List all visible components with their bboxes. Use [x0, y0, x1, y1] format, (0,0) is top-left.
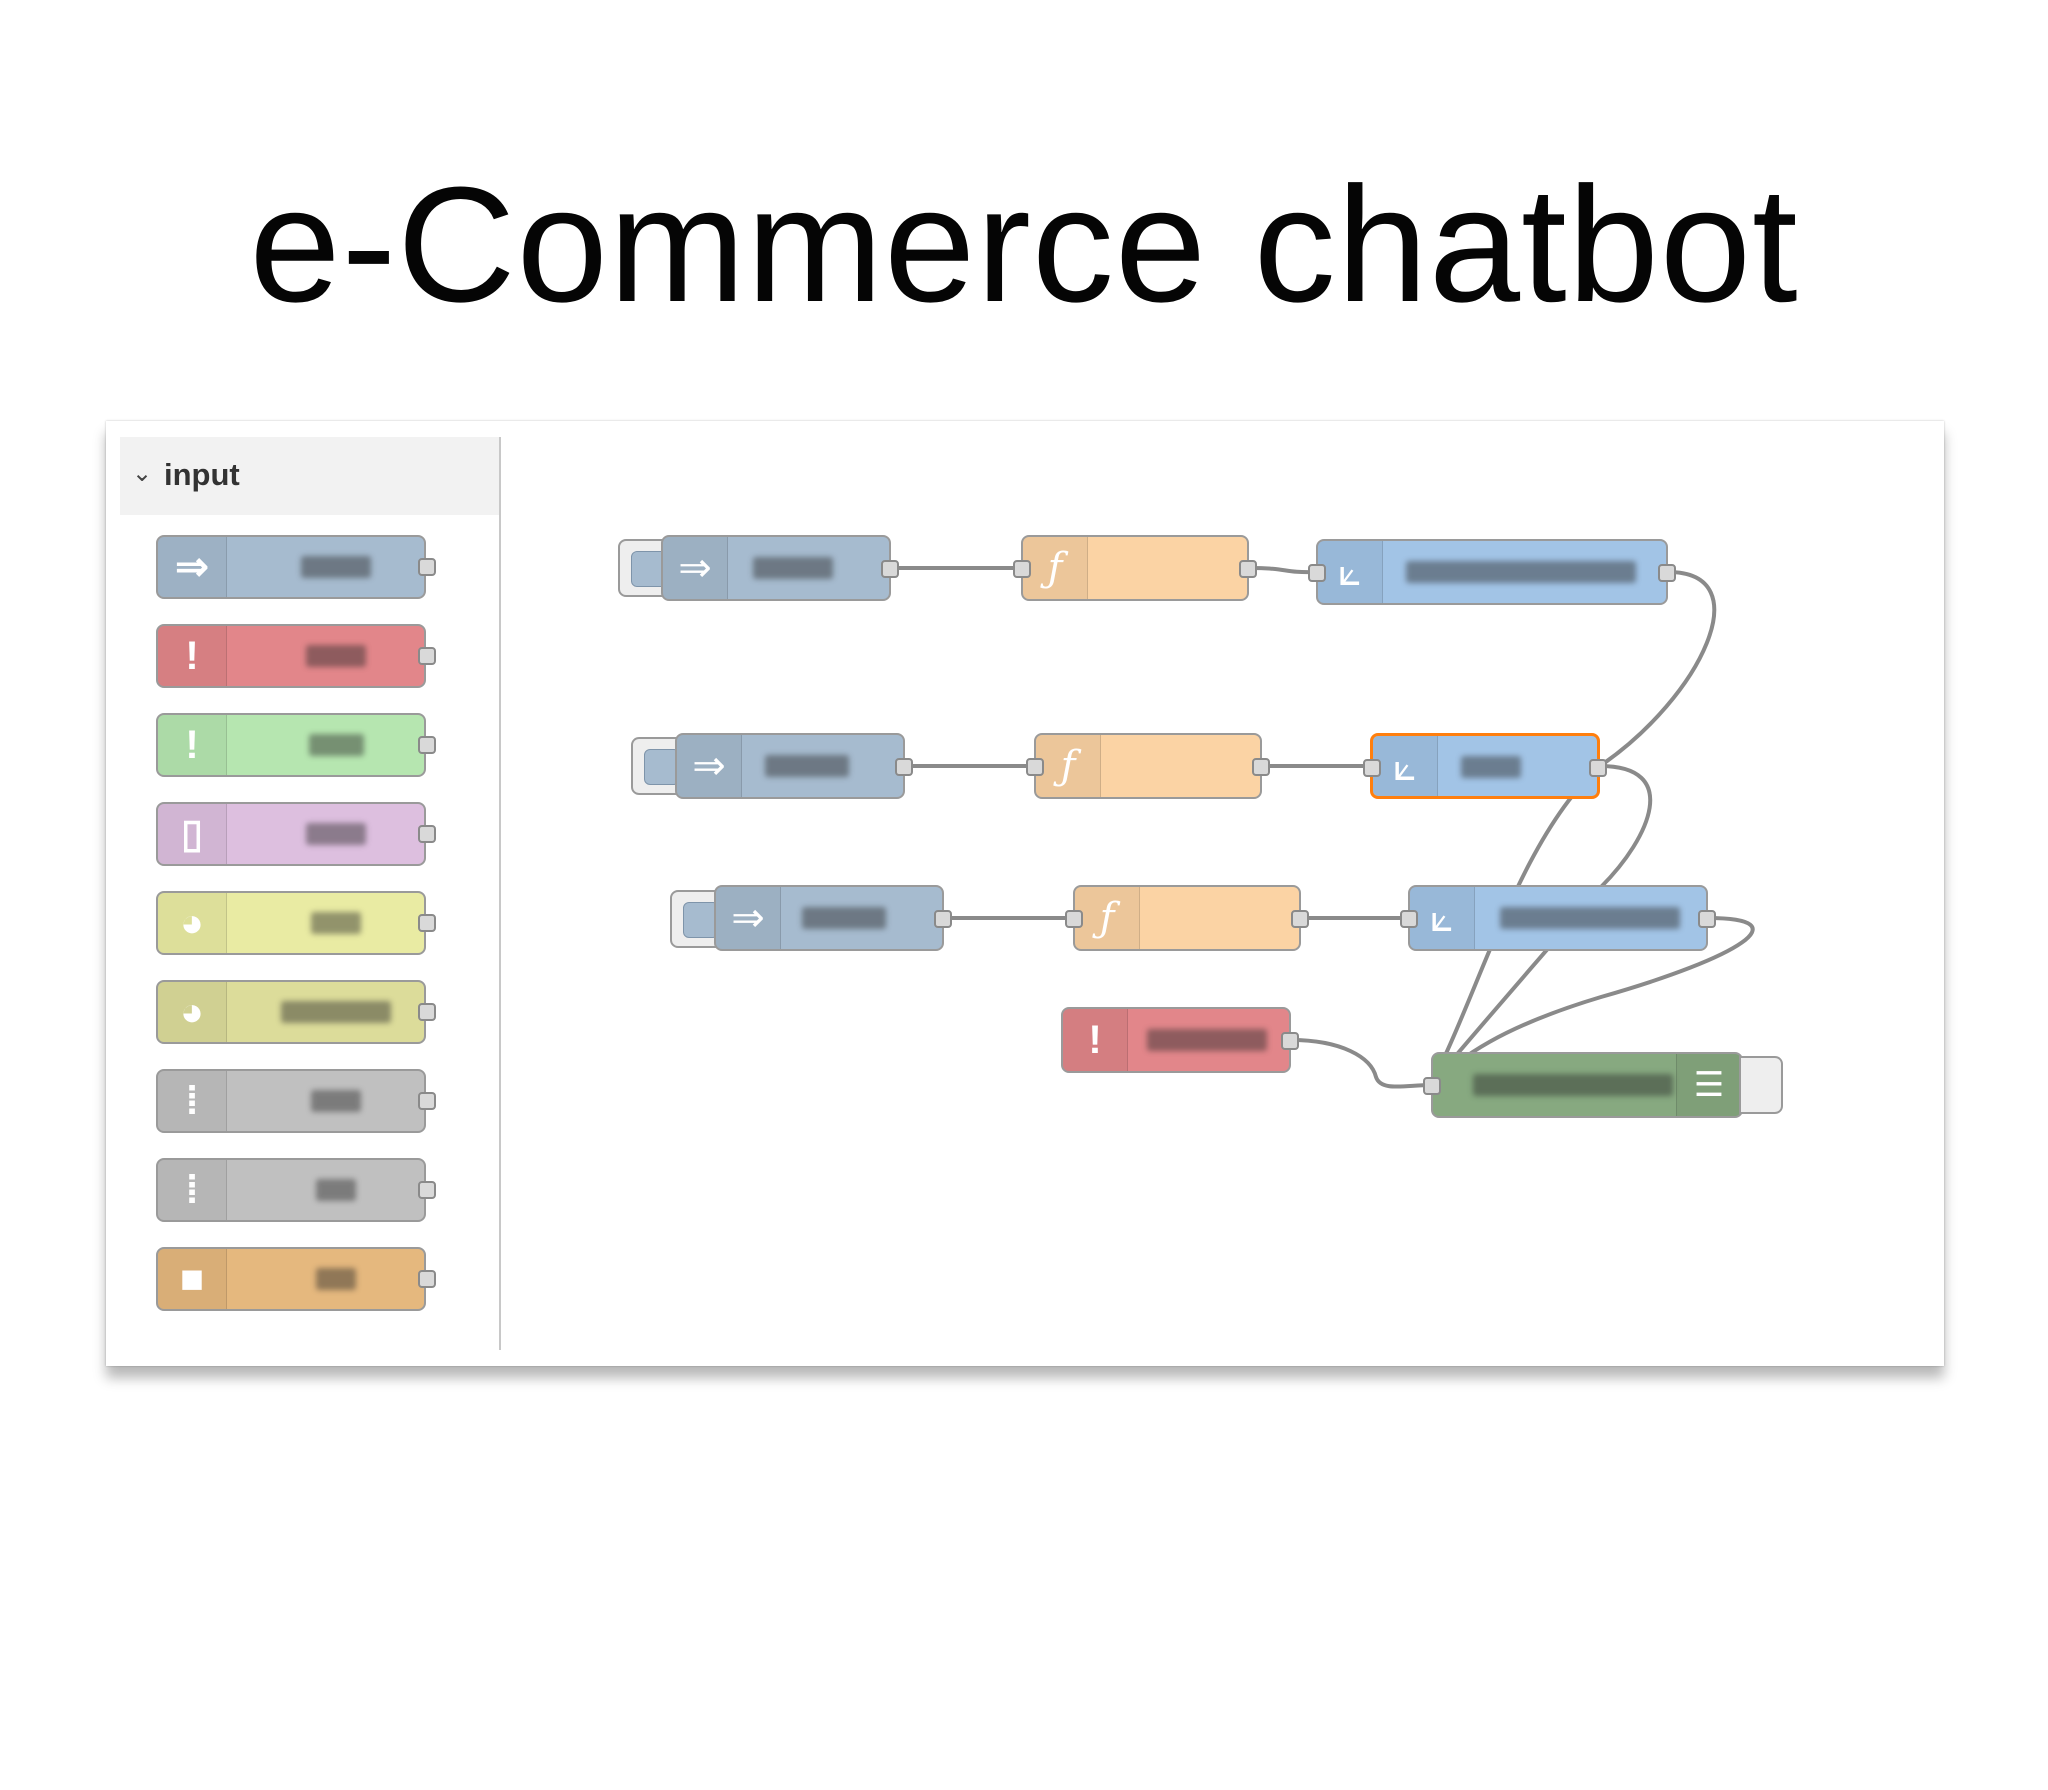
chevron-down-icon[interactable]: ⌄ [132, 459, 153, 487]
palette-node-catch[interactable]: ! [156, 624, 436, 688]
palette-node-http[interactable]: ◕ [156, 980, 436, 1044]
exclamation-icon: ! [1063, 1009, 1128, 1071]
wire [1290, 1038, 1432, 1089]
wave-icon: ⁞ [158, 1160, 227, 1220]
debug-toggle-button[interactable] [1739, 1056, 1783, 1114]
palette-node-mqtt[interactable]: ◕ [156, 891, 436, 955]
chart-icon: ⟀ [1373, 736, 1438, 796]
function-node[interactable]: ƒ [1013, 535, 1257, 601]
function-icon: ƒ [1036, 735, 1101, 797]
overflow-artifact [396, 1776, 1056, 1790]
debug-node[interactable]: ☰ [1423, 1052, 1743, 1118]
globe-icon: ◕ [158, 893, 227, 953]
arrow-right-icon: ⇒ [677, 735, 742, 797]
inject-node[interactable]: ⇒ [661, 535, 899, 601]
function-node[interactable]: ƒ [1026, 733, 1270, 799]
palette-node-inject[interactable]: ⇒ [156, 535, 436, 599]
function-node[interactable]: ƒ [1065, 885, 1309, 951]
arrow-right-icon: ⇒ [158, 537, 227, 597]
chart-icon: ⟀ [1318, 541, 1383, 603]
catch-node[interactable]: ! [1061, 1007, 1299, 1073]
palette-node-link[interactable]: ▯ [156, 802, 436, 866]
function-icon: ƒ [1023, 537, 1088, 599]
slide-title: e-Commerce chatbot [249, 153, 1799, 336]
arrow-right-icon: ⇒ [663, 537, 728, 599]
palette-node-udp[interactable]: ■ [156, 1247, 436, 1311]
list-icon: ☰ [1676, 1054, 1741, 1116]
palette-node-websocket[interactable]: ⁞ [156, 1069, 436, 1133]
inject-node[interactable]: ⇒ [714, 885, 952, 951]
chart-icon: ⟀ [1410, 887, 1475, 949]
chart-node[interactable]: ⟀ [1400, 885, 1716, 951]
palette-category-label: input [164, 457, 240, 492]
square-icon: ■ [158, 1249, 227, 1309]
palette-node-tcp[interactable]: ⁞ [156, 1158, 436, 1222]
wire [1248, 566, 1317, 575]
exclamation-icon: ! [158, 626, 227, 686]
chart-node[interactable]: ⟀ [1308, 539, 1676, 605]
node-palette: ⌄ input ⇒!! ▯ ◕ ◕ ⁞ ⁞ ■ [120, 437, 501, 1350]
palette-node-status[interactable]: ! [156, 713, 436, 777]
function-icon: ƒ [1075, 887, 1140, 949]
chart-node-selected[interactable]: ⟀ [1363, 733, 1607, 799]
node-red-screenshot: ⌄ input ⇒!! ▯ ◕ ◕ ⁞ ⁞ ■ ⇒ ƒ ⟀ ⇒ ƒ ⟀ [106, 421, 1944, 1366]
flow-canvas[interactable]: ⇒ ƒ ⟀ ⇒ ƒ ⟀ ⇒ ƒ [501, 437, 1931, 1350]
exclamation-icon: ! [158, 715, 227, 775]
arrow-right-icon: ⇒ [716, 887, 781, 949]
palette-category-header[interactable]: ⌄ input [120, 437, 499, 515]
link-icon: ▯ [158, 804, 227, 864]
wave-icon: ⁞ [158, 1071, 227, 1131]
globe-icon: ◕ [158, 982, 227, 1042]
inject-node[interactable]: ⇒ [675, 733, 913, 799]
